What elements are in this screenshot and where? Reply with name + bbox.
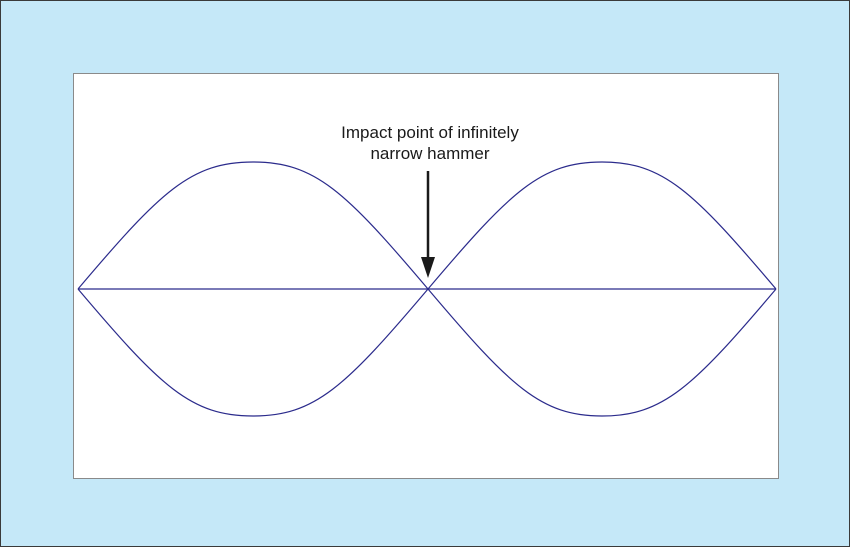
diagram-panel (73, 73, 779, 479)
impact-label-line-1: Impact point of infinitely (341, 123, 519, 142)
left-lower-curve (77, 288, 429, 417)
left-upper-curve (77, 161, 429, 290)
right-lower-curve (427, 288, 777, 417)
right-upper-curve (427, 161, 777, 290)
impact-arrowhead (421, 257, 435, 278)
impact-point-label: Impact point of infinitely narrow hammer (301, 122, 559, 164)
impact-label-line-2: narrow hammer (370, 144, 490, 163)
